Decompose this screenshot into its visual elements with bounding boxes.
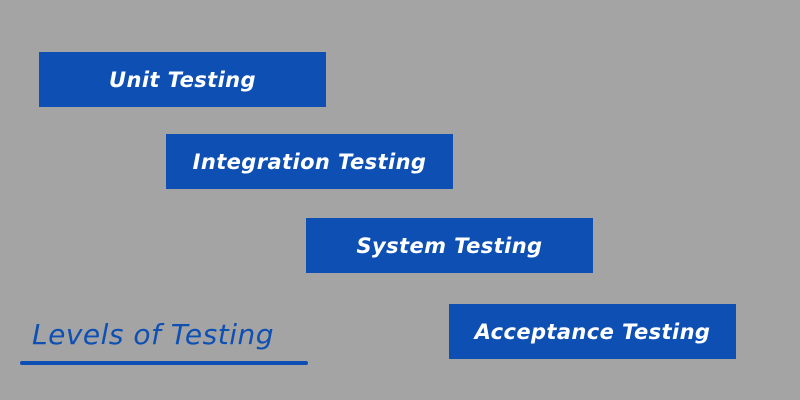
integration-testing-label: Integration Testing	[192, 149, 427, 174]
acceptance-testing-box: Acceptance Testing	[449, 304, 736, 359]
diagram-title: Levels of Testing	[32, 318, 275, 351]
system-testing-box: System Testing	[306, 218, 593, 273]
unit-testing-box: Unit Testing	[39, 52, 326, 107]
title-underline	[20, 361, 308, 365]
integration-testing-box: Integration Testing	[166, 134, 453, 189]
system-testing-label: System Testing	[356, 233, 543, 258]
acceptance-testing-label: Acceptance Testing	[474, 319, 711, 344]
unit-testing-label: Unit Testing	[109, 67, 256, 92]
diagram-title-block: Levels of Testing	[20, 312, 308, 368]
